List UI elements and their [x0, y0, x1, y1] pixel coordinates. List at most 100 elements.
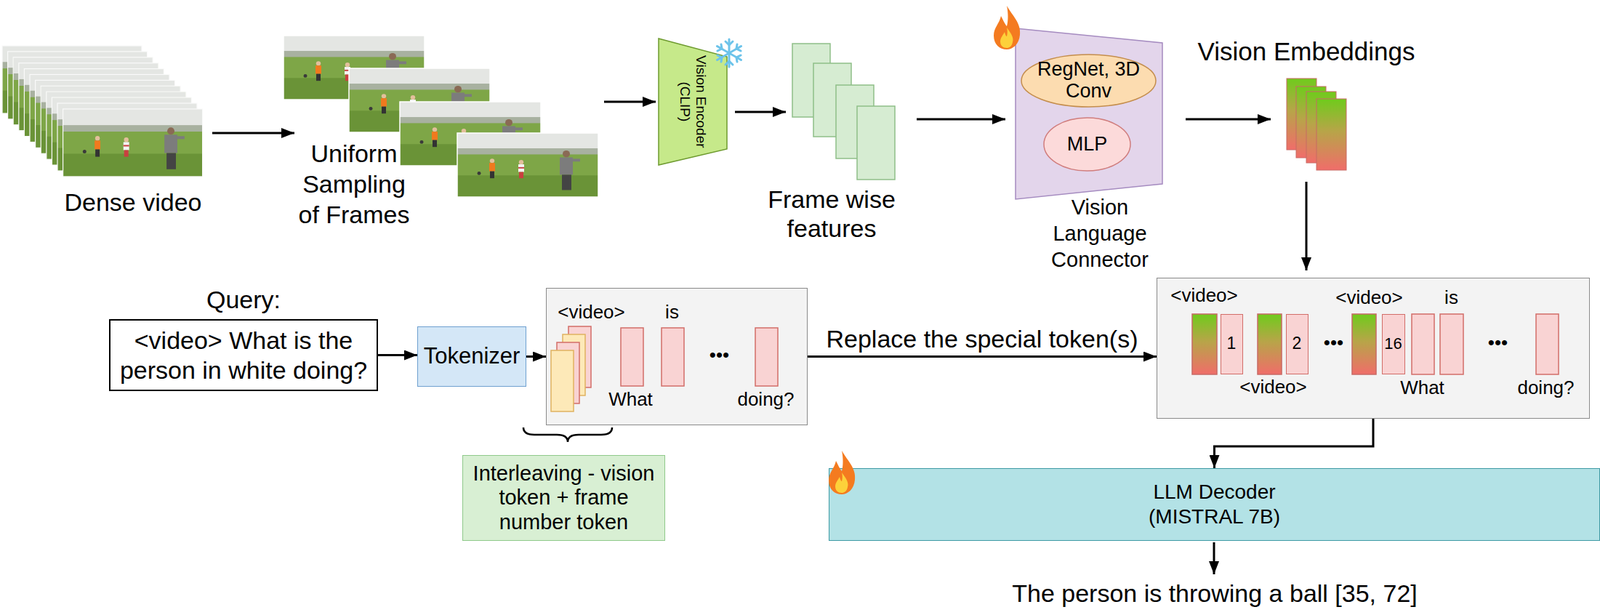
tokenizer-box: Tokenizer — [417, 326, 527, 387]
interleaving-note: Interleaving - vision token + frame numb… — [462, 455, 666, 541]
right-token-rects-part — [1257, 314, 1282, 375]
left-token-rects-part — [661, 327, 685, 387]
fire-icon-part — [828, 450, 855, 495]
flow-arrows-part — [734, 111, 786, 114]
dense-video-stack-part — [2, 45, 142, 114]
dense-video-stack-part — [63, 109, 203, 177]
sampled-frames — [283, 35, 599, 198]
node-text: <video> What is the person in white doin… — [115, 325, 372, 386]
sampled-frames-part — [399, 101, 541, 166]
left-token-rects-part — [556, 342, 580, 404]
node-text: Vision Language Connector — [1045, 194, 1155, 274]
node-text: Tokenizer — [423, 343, 521, 371]
node-text-holder: <video> — [1170, 284, 1238, 307]
encoder-trapezoid: Vision Encoder (CLIP) — [658, 38, 727, 166]
node-text-holder: 16 — [1382, 334, 1405, 354]
flow-connector — [378, 354, 418, 357]
node-text: 2 — [1292, 333, 1302, 354]
right-token-rects-part — [1192, 314, 1217, 375]
dense-video-stack-part — [13, 57, 153, 126]
dense-video-stack-part — [51, 97, 192, 166]
fire-icon — [828, 450, 855, 495]
connector-trapezoid-outline — [1015, 28, 1163, 200]
node-text-holder: 2 — [1286, 333, 1308, 354]
flow-connector — [526, 355, 546, 358]
vision-embeddings-stack-part — [1316, 98, 1347, 171]
node-text-holder: What — [1400, 376, 1445, 400]
node-text-holder: <video> What is the person in white doin… — [110, 325, 377, 386]
node-text-holder: ••• — [709, 343, 730, 367]
node-text: Query: — [206, 284, 281, 315]
node-text: <video> — [1170, 284, 1238, 307]
sampled-frames-part — [283, 35, 425, 100]
node-text: MLP — [1067, 133, 1108, 157]
dense-video-stack-part — [7, 51, 148, 120]
flow-arrows-part — [916, 118, 1006, 121]
frame-number-token: 16 — [1381, 314, 1406, 375]
snowflake-icon-part — [717, 46, 742, 61]
flow-arrows-part — [1213, 542, 1216, 575]
node-text-holder: Query: — [206, 284, 281, 315]
flow-connector — [807, 355, 1157, 358]
left-token-rects-part — [755, 327, 778, 387]
dense-video-stack-part — [18, 63, 159, 131]
left-token-rects-part — [562, 334, 586, 396]
node-text-holder: is — [1444, 286, 1459, 309]
edge-label-holder: Replace the special token(s) — [822, 324, 1141, 354]
node-text: doing? — [1517, 376, 1574, 400]
connector-trapezoid: Vision Language ConnectorRegNet, 3D Conv… — [1015, 28, 1163, 200]
dense-video-stack-part — [35, 79, 176, 148]
node-text-holder: Interleaving - vision token + frame numb… — [463, 461, 665, 535]
node-text: RegNet, 3D Conv — [1030, 58, 1148, 102]
interleave-bracket — [523, 427, 613, 442]
frame-number-token: 2 — [1285, 314, 1309, 375]
node-text: ••• — [709, 343, 730, 367]
node-text-holder: ••• — [1488, 331, 1508, 355]
fire-icon-part — [993, 5, 1020, 50]
right-token-rects-part — [1536, 314, 1559, 375]
flow-arrows — [212, 101, 1307, 575]
dense-video-stack-part — [46, 91, 187, 160]
snowflake-icon-part — [717, 44, 741, 62]
node-text: What — [608, 388, 653, 411]
sampled-frames-part — [457, 133, 599, 198]
dense-video-stack-part — [57, 103, 198, 171]
output-text: The person is throwing a ball [35, 72] — [1011, 578, 1418, 608]
dense-video-stack-part — [40, 85, 181, 154]
frame-features-part — [857, 106, 895, 180]
fire-icon — [993, 5, 1020, 50]
node-text: <video> — [1239, 375, 1308, 399]
token-sequence-box: <video>Whatis•••doing? — [545, 287, 808, 426]
frame-number-token: 1 — [1220, 314, 1244, 375]
right-token-rects — [1192, 314, 1559, 375]
right-token-rects-part — [1411, 314, 1435, 375]
connector-trapezoid-shape — [1015, 28, 1163, 200]
llm-decoder-box: LLM Decoder (MISTRAL 7B) — [828, 468, 1600, 541]
snowflake-icon-part — [717, 44, 741, 62]
frame-features-part — [792, 43, 831, 118]
node-text-holder: Tokenizer — [417, 343, 526, 371]
node-text-holder: MLP — [1043, 133, 1132, 157]
vision-embeddings-stack-part — [1306, 91, 1337, 163]
fire-icon-part — [835, 472, 849, 493]
stage-label: Frame wise features — [762, 184, 901, 243]
merged-sequence-box: <video> <video> ••• <video> What is ••• doing? 1… — [1156, 277, 1590, 419]
dense-video-stack-part — [51, 97, 192, 166]
flow-connector — [1214, 418, 1374, 469]
node-text-holder: <video> — [1335, 286, 1403, 309]
flow-arrows-part — [1185, 118, 1271, 121]
dense-video-stack — [2, 45, 203, 177]
snowflake-icon-part — [717, 46, 742, 61]
node-text: <video> — [1335, 286, 1403, 309]
vision-embeddings-stack-part — [1286, 78, 1317, 150]
snowflake-icon-part — [725, 41, 733, 65]
edge-label: Replace the special token(s) — [822, 324, 1141, 354]
node-text: <video> — [557, 300, 626, 324]
node-text: ••• — [1323, 331, 1344, 355]
snowflake-icon-part — [728, 39, 731, 67]
node-text-holder: RegNet, 3D Conv — [1020, 58, 1157, 102]
node-text-holder: LLM Decoder (MISTRAL 7B) — [829, 479, 1600, 529]
stage-label-holder: Dense video — [63, 187, 202, 217]
stage-label-holder: Vision Embeddings — [1198, 36, 1416, 67]
regnet-ellipse-outline — [1021, 54, 1156, 107]
